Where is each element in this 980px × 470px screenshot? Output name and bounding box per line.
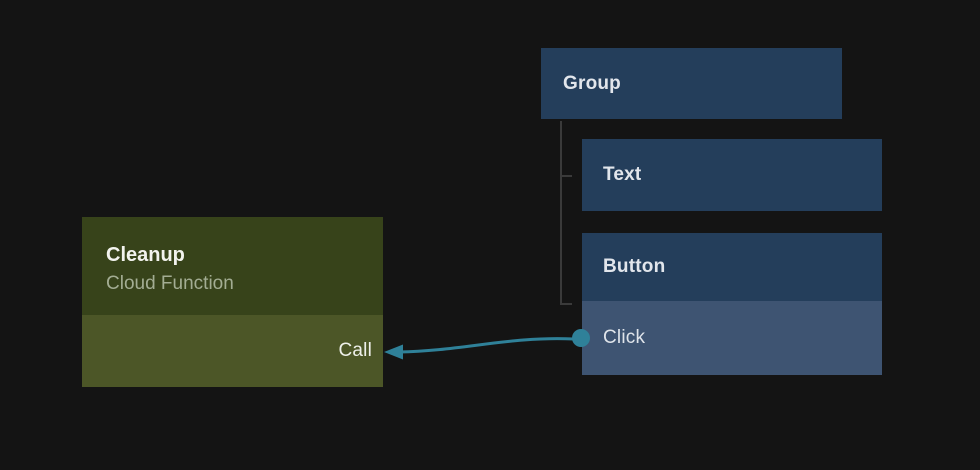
click-port-label: Click: [603, 327, 646, 348]
cleanup-node-subtitle: Cloud Function: [106, 273, 234, 294]
node-text[interactable]: Text: [582, 139, 882, 211]
cleanup-node-header[interactable]: Cleanup Cloud Function: [82, 217, 383, 315]
node-cleanup[interactable]: Cleanup Cloud Function Call: [82, 217, 383, 387]
call-port-label: Call: [338, 340, 372, 361]
text-node-label: Text: [603, 164, 642, 185]
cleanup-call-input-port[interactable]: Call: [82, 315, 383, 387]
node-button[interactable]: Button Click: [572, 233, 882, 375]
cleanup-node-title: Cleanup: [106, 244, 185, 266]
tree-connector-line: [560, 121, 572, 305]
button-node-header[interactable]: Button: [582, 233, 882, 301]
button-click-output-port[interactable]: Click: [572, 301, 882, 375]
group-node-label: Group: [563, 72, 621, 94]
button-node-label: Button: [603, 256, 666, 277]
node-group[interactable]: Group: [541, 48, 842, 119]
edge-click-to-call[interactable]: [397, 337, 576, 354]
edge-arrowhead-icon: [384, 344, 403, 360]
click-port-dot-icon[interactable]: [572, 329, 590, 347]
